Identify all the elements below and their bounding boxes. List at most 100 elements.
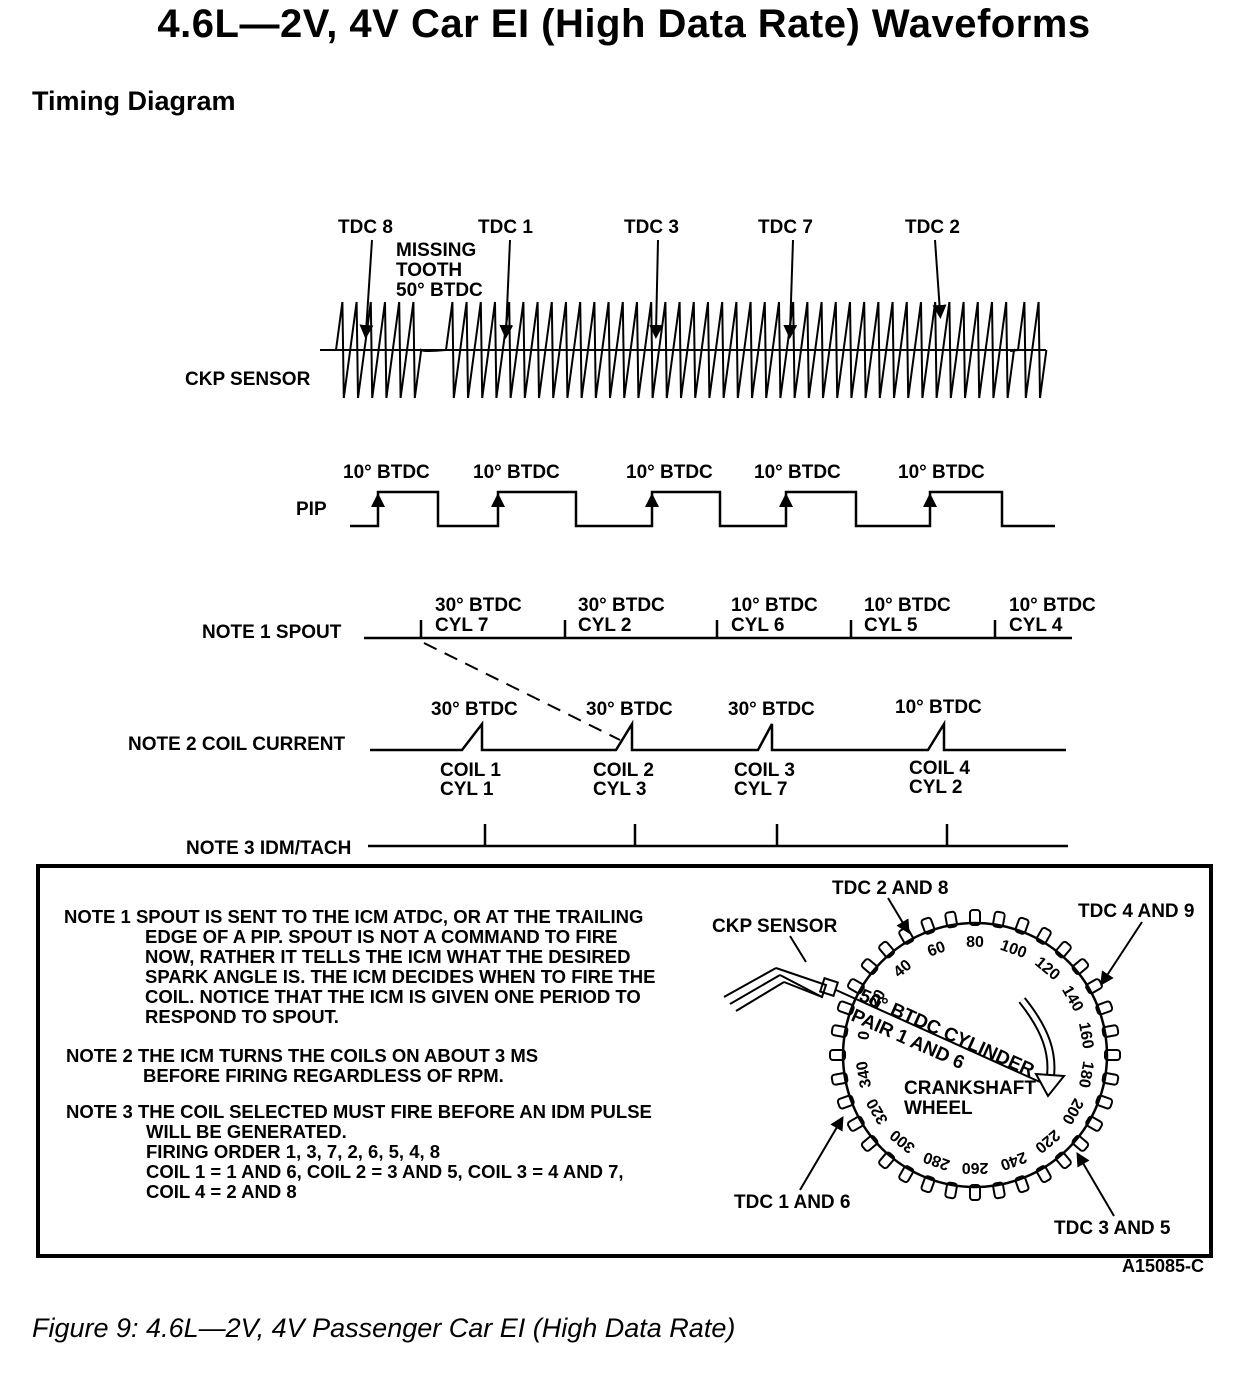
idm-tach-label: NOTE 3 IDM/TACH bbox=[186, 838, 351, 859]
coil-number: COIL 4 bbox=[909, 758, 970, 779]
spout-angle: 10° BTDC bbox=[1009, 595, 1096, 616]
wheel-degree-mark: 100 bbox=[998, 937, 1029, 962]
wheel-ckp-label: CKP SENSOR bbox=[712, 916, 838, 937]
coil-current-label: NOTE 2 COIL CURRENT bbox=[128, 734, 346, 755]
note-3-line: FIRING ORDER 1, 3, 7, 2, 6, 5, 4, 8 bbox=[146, 1141, 440, 1162]
note-2-line: NOTE 2 THE ICM TURNS THE COILS ON ABOUT … bbox=[66, 1045, 538, 1066]
coil-current-group: NOTE 2 COIL CURRENT 30° BTDC COIL 1 CYL … bbox=[128, 697, 1066, 800]
pip-pulse-label: 10° BTDC bbox=[754, 462, 841, 483]
missing-tooth-text: MISSING bbox=[396, 240, 476, 261]
spout-to-coil-dashed-line bbox=[423, 642, 621, 741]
wheel-ckp-leader bbox=[789, 935, 807, 963]
missing-tooth-text: TOOTH bbox=[396, 260, 462, 281]
note-1-line: RESPOND TO SPOUT. bbox=[145, 1006, 339, 1027]
note-3-line: WILL BE GENERATED. bbox=[146, 1121, 347, 1142]
wheel-tdc-arrow bbox=[799, 1115, 844, 1191]
pip-waveform bbox=[350, 490, 1055, 528]
coil-cyl: CYL 7 bbox=[734, 779, 788, 800]
wheel-degree-mark: 0 bbox=[855, 1030, 873, 1042]
rotation-arrow-head bbox=[1034, 1072, 1066, 1098]
wheel-degree-mark: 140 bbox=[1058, 983, 1086, 1015]
notes: NOTE 1 SPOUT IS SENT TO THE ICM ATDC, OR… bbox=[64, 906, 656, 1202]
tdc-marker-arrow bbox=[783, 239, 798, 339]
spout-group: NOTE 1 SPOUT 30° BTDC CYL 7 30° BTDC CYL… bbox=[202, 595, 1096, 741]
ckp-sensor-group: CKP SENSOR TDC 8 TDC 1 TDC 3 TDC 7 TDC 2… bbox=[185, 217, 1048, 399]
ckp-waveform bbox=[335, 301, 1048, 399]
wheel-tdc-arrow bbox=[1076, 1151, 1115, 1217]
wheel-degree-mark: 20 bbox=[866, 987, 890, 1011]
note-3-line: COIL 4 = 2 AND 8 bbox=[146, 1181, 297, 1202]
spout-angle: 10° BTDC bbox=[731, 595, 818, 616]
note-2-line: BEFORE FIRING REGARDLESS OF RPM. bbox=[143, 1065, 504, 1086]
pip-pulse-label: 10° BTDC bbox=[343, 462, 430, 483]
missing-tooth-text: 50° BTDC bbox=[396, 280, 483, 301]
spout-cyl: CYL 7 bbox=[435, 615, 489, 636]
coil-angle: 30° BTDC bbox=[586, 699, 673, 720]
spout-cyl: CYL 5 bbox=[864, 615, 918, 636]
tdc-marker-label: TDC 3 bbox=[624, 217, 679, 238]
coil-cyl: CYL 1 bbox=[440, 779, 494, 800]
pip-pulse-label: 10° BTDC bbox=[898, 462, 985, 483]
spout-angle: 30° BTDC bbox=[435, 595, 522, 616]
pip-pulse-label: 10° BTDC bbox=[626, 462, 713, 483]
ckp-sensor-probe bbox=[723, 967, 1041, 1083]
notes-box bbox=[36, 864, 1213, 1258]
tdc-marker-label: TDC 7 bbox=[758, 217, 813, 238]
idm-pulses bbox=[483, 824, 949, 846]
page-title: 4.6L—2V, 4V Car EI (High Data Rate) Wave… bbox=[157, 2, 1091, 46]
coil-angle: 30° BTDC bbox=[728, 699, 815, 720]
wheel-tdc-label: TDC 3 AND 5 bbox=[1054, 1218, 1171, 1239]
wheel-center-label: CRANKSHAFT bbox=[904, 1078, 1036, 1099]
wheel-tooth bbox=[829, 1049, 846, 1061]
wheel-degree-mark: 280 bbox=[921, 1148, 952, 1173]
ckp-sensor-label: CKP SENSOR bbox=[185, 369, 311, 390]
spout-cyl: CYL 4 bbox=[1009, 615, 1063, 636]
pip-group: PIP 10° BTDC 10° BTDC 10° BTDC 10° BTDC … bbox=[296, 462, 1055, 528]
spout-cyl: CYL 6 bbox=[731, 615, 785, 636]
coil-current-waveform bbox=[370, 719, 1066, 752]
coil-angle: 30° BTDC bbox=[431, 699, 518, 720]
wheel-rim bbox=[841, 921, 1109, 1189]
coil-cyl: CYL 2 bbox=[909, 777, 963, 798]
coil-cyl: CYL 3 bbox=[593, 779, 647, 800]
wheel-degree-mark: 120 bbox=[1031, 954, 1062, 984]
note-1-line: NOTE 1 SPOUT IS SENT TO THE ICM ATDC, OR… bbox=[64, 906, 643, 927]
section-heading: Timing Diagram bbox=[32, 86, 236, 116]
note-1-line: EDGE OF A PIP. SPOUT IS NOT A COMMAND TO… bbox=[145, 926, 617, 947]
idm-tach-group: NOTE 3 IDM/TACH bbox=[186, 824, 1068, 859]
wheel-tdc-label: TDC 2 AND 8 bbox=[832, 878, 948, 899]
figure-caption: Figure 9: 4.6L—2V, 4V Passenger Car EI (… bbox=[32, 1313, 736, 1343]
tdc-marker-label: TDC 1 bbox=[478, 217, 533, 238]
tdc-marker-arrow bbox=[499, 239, 514, 339]
wheel-tooth bbox=[969, 1184, 981, 1201]
tdc-marker-arrow bbox=[359, 239, 374, 339]
coil-number: COIL 3 bbox=[734, 760, 795, 781]
wheel-tdc-arrow bbox=[1100, 921, 1143, 986]
wheel-degree-mark: 340 bbox=[854, 1060, 875, 1089]
wheel-tdc-arrow bbox=[887, 897, 910, 935]
wheel-degree-mark: 320 bbox=[864, 1095, 892, 1127]
wheel-degree-mark: 200 bbox=[1058, 1095, 1086, 1127]
wheel-degree-mark: 300 bbox=[887, 1126, 918, 1156]
note-1-line: COIL. NOTICE THAT THE ICM IS GIVEN ONE P… bbox=[145, 986, 641, 1007]
coil-number: COIL 1 bbox=[440, 760, 501, 781]
wheel-tooth bbox=[969, 909, 981, 926]
tdc-marker-label: TDC 8 bbox=[338, 217, 393, 238]
tdc-marker-label: TDC 2 bbox=[905, 217, 960, 238]
note-3-line: COIL 1 = 1 AND 6, COIL 2 = 3 AND 5, COIL… bbox=[146, 1161, 624, 1182]
pip-edge-arrows bbox=[371, 493, 937, 520]
wheel-tdc-label: TDC 4 AND 9 bbox=[1078, 901, 1194, 922]
wheel-degree-mark: 80 bbox=[966, 934, 984, 951]
spout-ticks bbox=[419, 620, 997, 638]
wheel-degree-mark: 40 bbox=[891, 957, 916, 982]
spout-cyl: CYL 2 bbox=[578, 615, 632, 636]
wheel-degree-mark: 60 bbox=[925, 938, 948, 960]
coil-number: COIL 2 bbox=[593, 760, 654, 781]
pip-pulse-label: 10° BTDC bbox=[473, 462, 560, 483]
note-3-line: NOTE 3 THE COIL SELECTED MUST FIRE BEFOR… bbox=[66, 1101, 652, 1122]
wheel-degree-mark: 240 bbox=[998, 1148, 1029, 1173]
wheel-degree-mark: 160 bbox=[1075, 1021, 1096, 1050]
spout-angle: 10° BTDC bbox=[864, 595, 951, 616]
tdc-markers: TDC 8 TDC 1 TDC 3 TDC 7 TDC 2 bbox=[338, 217, 960, 339]
